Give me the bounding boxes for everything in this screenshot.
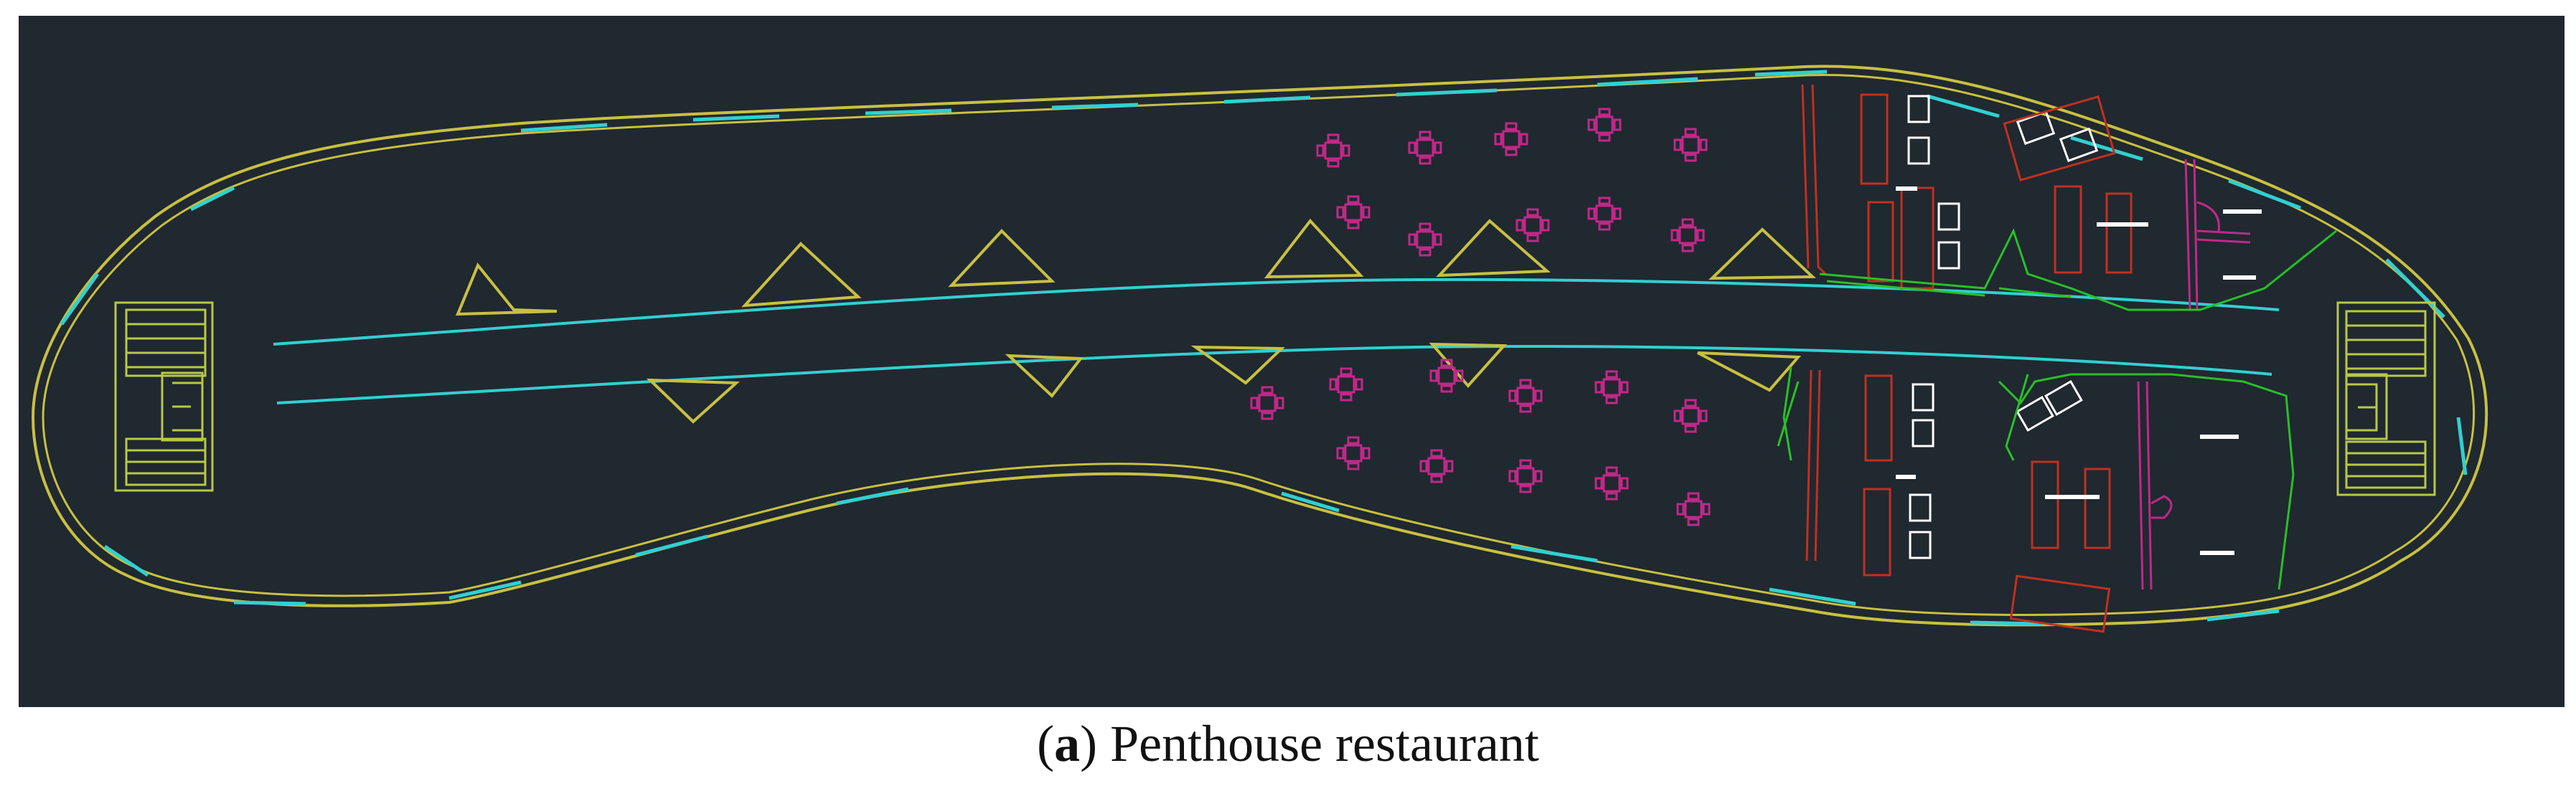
triangular-planter-icon xyxy=(1005,354,1083,398)
triangular-planter-icon xyxy=(948,229,1056,288)
triangular-planter-icon xyxy=(1190,345,1285,385)
kitchen-upper xyxy=(1801,84,2337,311)
kitchen-upper-fixtures xyxy=(1896,186,2262,280)
triangular-planter-icon xyxy=(1436,219,1551,278)
floor-plan-drawing xyxy=(19,16,2565,707)
triangular-planter-icon xyxy=(1697,351,1802,392)
caption-close-paren: ) xyxy=(1080,715,1098,772)
glazing-segments xyxy=(60,70,2468,626)
caption-label: a xyxy=(1054,715,1081,772)
triangular-planter-icon xyxy=(1264,218,1364,279)
stair-core-left xyxy=(114,301,214,492)
triangular-planter-icon xyxy=(741,242,862,308)
kitchen-lower-fixtures xyxy=(1896,435,2239,555)
triangular-planter-icon xyxy=(455,262,558,316)
planters xyxy=(455,218,1816,424)
building-outline xyxy=(31,65,2488,627)
triangular-planter-icon xyxy=(646,378,741,424)
caption-open-paren: ( xyxy=(1037,715,1055,772)
corridor-lines xyxy=(273,278,2280,404)
caption-text: Penthouse restaurant xyxy=(1097,715,1539,772)
figure-caption: (a) Penthouse restaurant xyxy=(0,714,2576,774)
triangular-planter-icon xyxy=(1708,227,1816,280)
kitchen-lower xyxy=(1777,366,2295,633)
stair-core-right xyxy=(2336,301,2436,496)
